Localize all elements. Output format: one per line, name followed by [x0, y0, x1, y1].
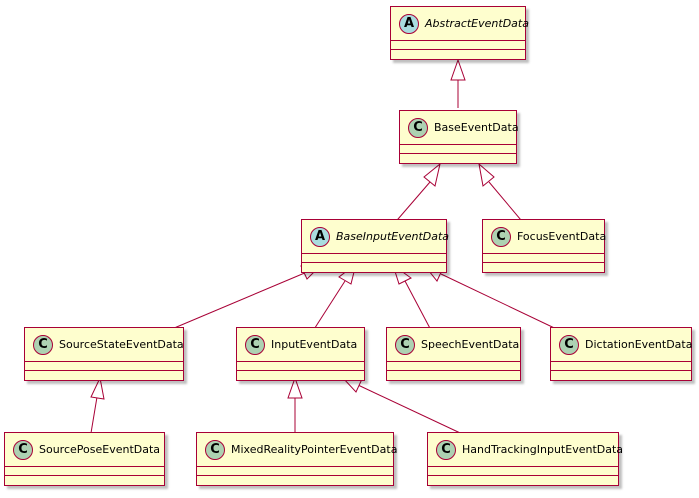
class-badge-icon: C	[408, 117, 428, 138]
arrowhead-base-right	[478, 162, 495, 187]
edge-speech-to-baseinput	[404, 280, 434, 335]
class-source-pose-event-data[interactable]: C SourcePoseEventData	[4, 432, 165, 486]
class-name: InputEventData	[271, 338, 358, 351]
class-name: SourceStateEventData	[59, 338, 184, 351]
class-name: BaseEventData	[434, 121, 519, 134]
arrowhead-sourcestate	[90, 376, 105, 400]
edge-dictation-to-baseinput	[440, 273, 568, 335]
class-name: HandTrackingInputEventData	[462, 443, 624, 456]
class-name: DictationEventData	[585, 338, 693, 351]
abstract-badge-icon: A	[310, 226, 330, 247]
edge-sourcestate-to-baseinput	[159, 271, 308, 335]
edge-baseinput-to-base	[391, 181, 431, 227]
class-speech-event-data[interactable]: C SpeechEventData	[386, 327, 521, 381]
class-base-input-event-data[interactable]: A BaseInputEventData	[301, 219, 450, 273]
arrowhead-abstract	[450, 58, 466, 81]
class-badge-icon: C	[33, 334, 53, 355]
abstract-badge-icon: A	[399, 13, 419, 34]
arrowhead-input	[287, 376, 303, 399]
class-focus-event-data[interactable]: C FocusEventData	[482, 219, 607, 273]
class-input-event-data[interactable]: C InputEventData	[236, 327, 365, 381]
class-badge-icon: C	[395, 334, 415, 355]
class-base-event-data[interactable]: C BaseEventData	[399, 110, 519, 164]
class-name: FocusEventData	[517, 230, 607, 243]
edge-hand-to-input	[357, 384, 474, 440]
arrowhead-base-left	[423, 162, 441, 187]
class-badge-icon: C	[436, 439, 456, 460]
class-name: SpeechEventData	[421, 338, 520, 351]
class-mixed-reality-pointer-event-data[interactable]: C MixedRealityPointerEventData	[196, 432, 398, 486]
class-badge-icon: C	[491, 226, 511, 247]
class-badge-icon: C	[559, 334, 579, 355]
class-name: BaseInputEventData	[336, 230, 450, 243]
class-abstract-event-data[interactable]: A AbstractEventData	[390, 6, 529, 60]
edge-input-to-baseinput	[310, 280, 346, 335]
class-name: MixedRealityPointerEventData	[231, 443, 398, 456]
class-dictation-event-data[interactable]: C DictationEventData	[550, 327, 692, 381]
class-badge-icon: C	[245, 334, 265, 355]
class-hand-tracking-input-event-data[interactable]: C HandTrackingInputEventData	[427, 432, 623, 486]
class-name: SourcePoseEventData	[39, 443, 161, 456]
class-source-state-event-data[interactable]: C SourceStateEventData	[24, 327, 184, 381]
edge-focus-to-base	[488, 181, 527, 227]
class-badge-icon: C	[13, 439, 33, 460]
class-name: AbstractEventData	[425, 17, 529, 30]
class-badge-icon: C	[205, 439, 225, 460]
